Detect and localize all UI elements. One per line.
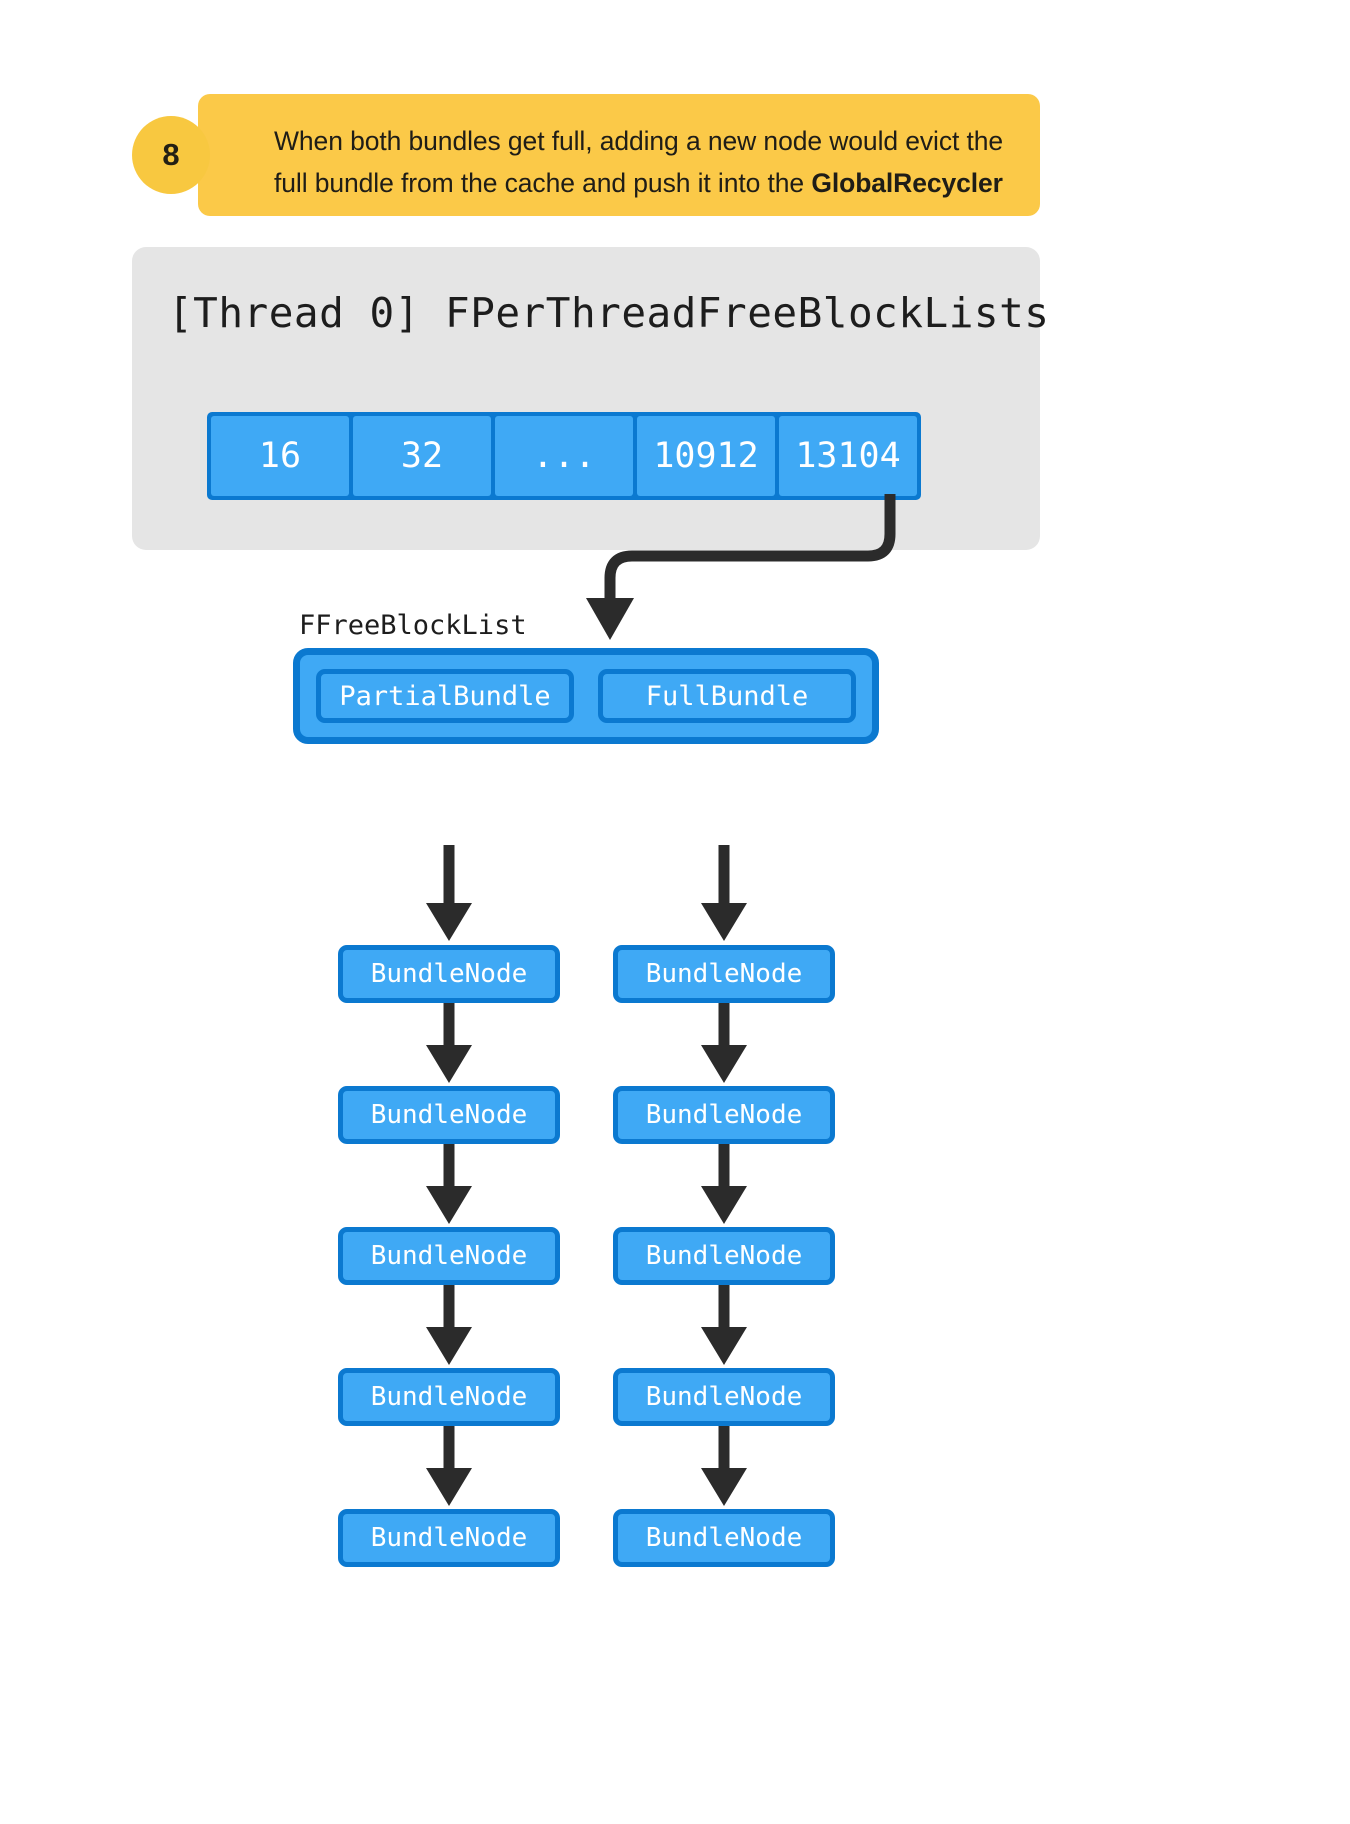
free-block-list-container: PartialBundle FullBundle [293,648,879,744]
callout-text: When both bundles get full, adding a new… [274,120,1014,204]
chain-arrow-icon [338,1144,560,1227]
bundle-node[interactable]: BundleNode [613,945,835,1003]
chain-arrow-icon [613,845,835,945]
partial-bundle-chain: BundleNode BundleNode BundleNode BundleN… [338,845,560,1567]
chain-arrow-icon [338,1285,560,1368]
chain-arrow-icon [338,1426,560,1509]
callout-step-badge: 8 [132,116,210,194]
full-bundle-chain: BundleNode BundleNode BundleNode BundleN… [613,845,835,1567]
size-class-cell[interactable]: ... [495,416,633,496]
callout-text-emphasis: GlobalRecycler [811,168,1003,198]
bundle-node[interactable]: BundleNode [613,1086,835,1144]
bundle-node[interactable]: BundleNode [338,1368,560,1426]
chain-arrow-icon [613,1003,835,1086]
size-class-cell[interactable]: 16 [211,416,349,496]
callout-text-main: When both bundles get full, adding a new… [274,126,1004,198]
bundle-node[interactable]: BundleNode [338,1086,560,1144]
free-block-list-label: FFreeBlockList [299,610,527,641]
callout-note: When both bundles get full, adding a new… [132,94,1040,216]
bundle-node[interactable]: BundleNode [613,1227,835,1285]
bundle-node[interactable]: BundleNode [338,945,560,1003]
thread-panel-title: [Thread 0] FPerThreadFreeBlockLists [168,289,1050,337]
callout-body: When both bundles get full, adding a new… [198,94,1040,216]
chain-arrow-icon [338,845,560,945]
bundle-node[interactable]: BundleNode [613,1509,835,1567]
size-class-cell-strip: 16 32 ... 10912 13104 [207,412,921,500]
size-class-cell[interactable]: 32 [353,416,491,496]
bundle-node[interactable]: BundleNode [613,1368,835,1426]
chain-arrow-icon [338,1003,560,1086]
size-class-cell[interactable]: 13104 [779,416,917,496]
elbow-connector-arrow [586,494,896,640]
chain-arrow-icon [613,1426,835,1509]
full-bundle-box[interactable]: FullBundle [598,669,856,723]
size-class-cell[interactable]: 10912 [637,416,775,496]
chain-arrow-icon [613,1144,835,1227]
partial-bundle-box[interactable]: PartialBundle [316,669,574,723]
chain-arrow-icon [613,1285,835,1368]
bundle-node[interactable]: BundleNode [338,1509,560,1567]
bundle-node[interactable]: BundleNode [338,1227,560,1285]
